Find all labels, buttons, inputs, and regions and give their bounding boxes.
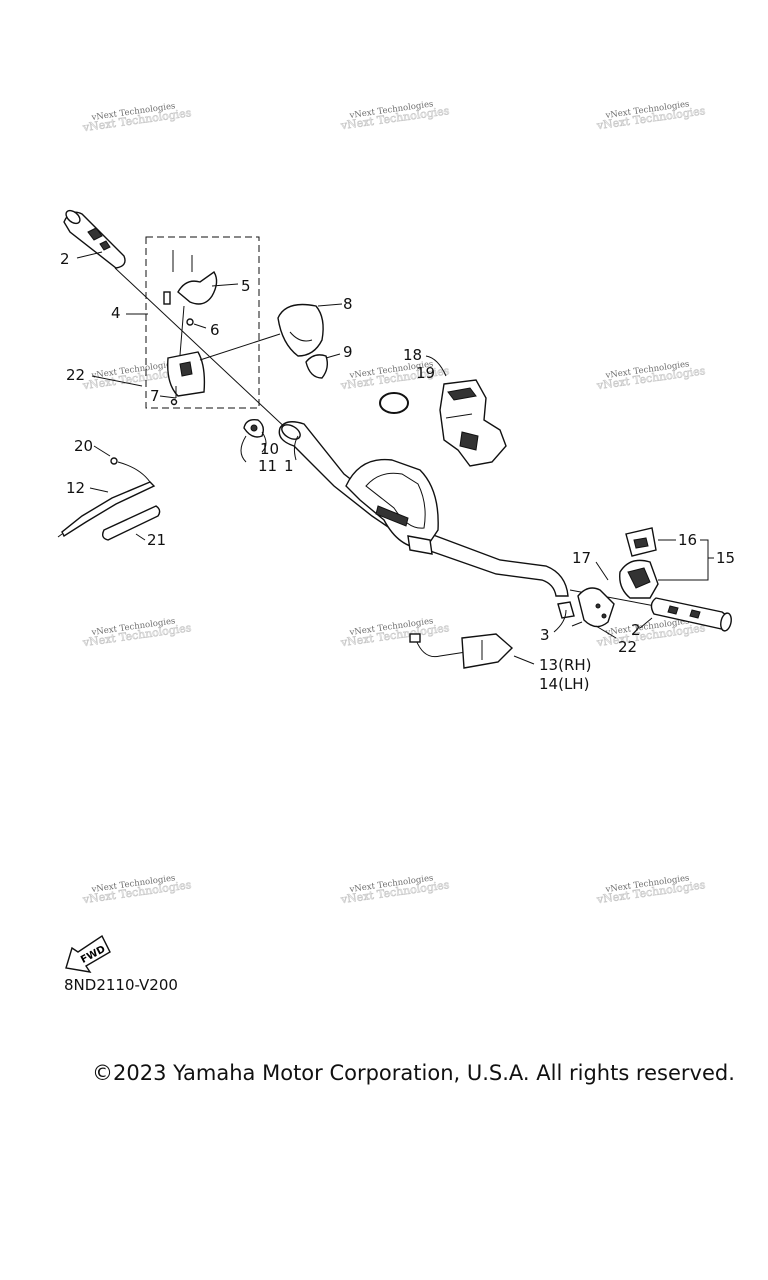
leader-line <box>261 431 267 453</box>
leader-line <box>199 333 281 361</box>
grip-heater-wire <box>409 633 514 669</box>
switch-cover <box>277 303 324 357</box>
callout-19: 19 <box>416 364 435 382</box>
throttle-lever-assembly <box>163 250 218 406</box>
callout-13: 13(RH) <box>539 656 592 674</box>
assembly-group-box <box>145 236 260 409</box>
diagram-code: 8ND2110-V200 <box>64 976 178 994</box>
copyright-notice: ©2023 Yamaha Motor Corporation, U.S.A. A… <box>92 1061 735 1085</box>
callout-7: 7 <box>150 387 160 405</box>
callout-22-right: 22 <box>618 638 637 656</box>
callout-6: 6 <box>210 321 220 339</box>
callout-8: 8 <box>343 295 353 313</box>
callout-4: 4 <box>111 304 121 322</box>
callout-18: 18 <box>403 346 422 364</box>
callout-12: 12 <box>66 479 85 497</box>
callout-15: 15 <box>716 549 735 567</box>
leader-line <box>240 435 247 463</box>
callout-1: 1 <box>284 457 294 475</box>
fwd-arrow-icon: FWD <box>65 934 111 973</box>
callout-3: 3 <box>540 626 550 644</box>
callout-21: 21 <box>147 531 166 549</box>
cover-clip <box>305 354 329 379</box>
callout-2-right: 2 <box>631 621 641 639</box>
cable-retainer <box>110 457 118 465</box>
handlebar-mount-bracket <box>439 379 507 467</box>
switch-plate <box>577 587 615 628</box>
throttle-cable <box>57 461 156 538</box>
callout-10: 10 <box>260 440 279 458</box>
callout-5: 5 <box>241 277 251 295</box>
leader-lines <box>76 251 714 665</box>
handlebar <box>278 421 569 597</box>
callout-20: 20 <box>74 437 93 455</box>
callout-16: 16 <box>678 531 697 549</box>
cable-adjuster <box>243 418 265 438</box>
left-grip <box>63 209 126 269</box>
cable-sleeve <box>101 505 161 541</box>
callout-14: 14(LH) <box>539 675 589 693</box>
callout-22-left: 22 <box>66 366 85 384</box>
right-grip <box>650 597 732 632</box>
snap-ring <box>379 392 409 414</box>
callout-2-left: 2 <box>60 250 70 268</box>
assembly-axis-line <box>114 267 291 433</box>
screw-22 <box>571 621 583 627</box>
right-switch-assembly <box>619 527 659 599</box>
callout-11: 11 <box>258 457 277 475</box>
callout-17: 17 <box>572 549 591 567</box>
callout-9: 9 <box>343 343 353 361</box>
